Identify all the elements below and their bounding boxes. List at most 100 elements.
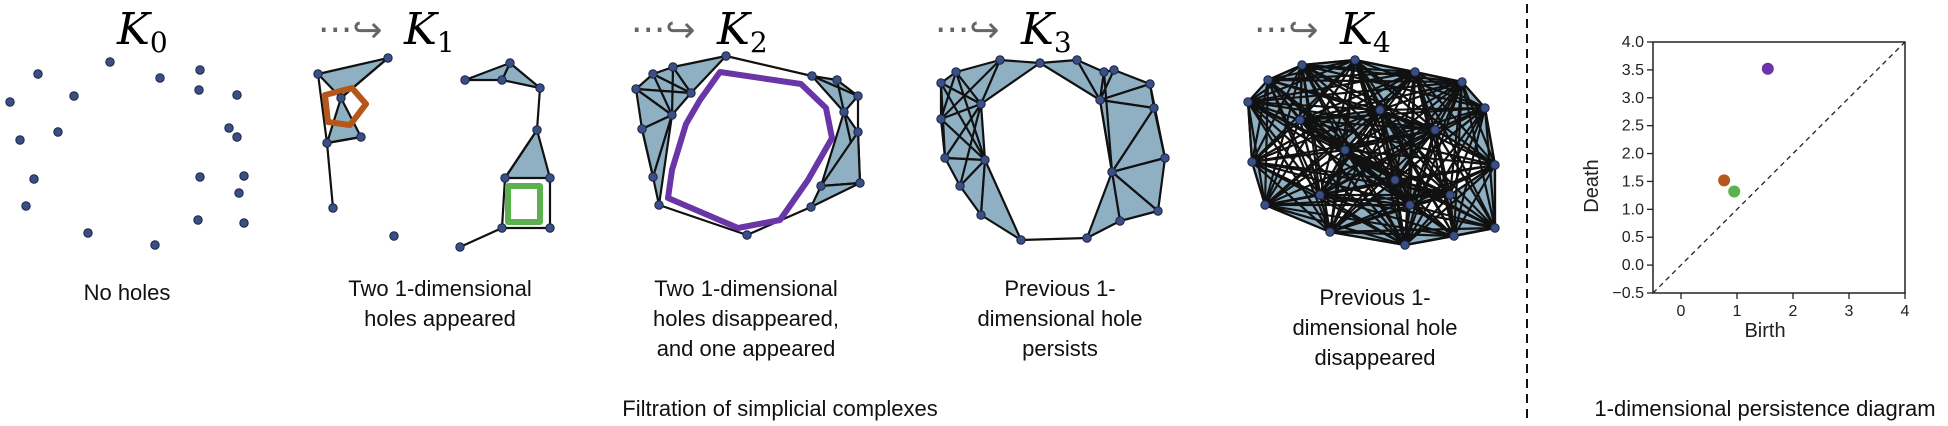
simplex-edge [1263,79,1270,206]
vertex [29,174,39,184]
vertex [631,84,641,94]
simplex-edge [1319,193,1411,207]
vertex [234,188,244,198]
panel-0-title: K0 [116,4,168,59]
y-tick-label: 4.0 [1622,34,1644,51]
y-tick-label: 0.0 [1622,257,1644,274]
vertex [155,73,165,83]
vertex [322,138,332,148]
simplex-edge [1379,109,1451,196]
vertex [224,123,234,133]
vertex [1480,103,1490,113]
simplex-edge [1329,230,1455,238]
y-axis-label: Death [1581,159,1603,212]
simplex-edge [940,118,986,161]
simplex-edge [1267,79,1301,121]
simplex-edge [316,73,329,144]
simplex-edge [1329,81,1463,233]
vertex [239,218,249,228]
x-tick-label: 2 [1789,303,1798,320]
vertex [951,67,961,77]
simplex-edge [459,226,503,249]
simplex-edge [954,71,987,161]
vertex [1490,223,1500,233]
panel-3-caption-line-3: persists [1022,336,1098,361]
simplex-triangle [651,113,674,207]
vertex [1149,103,1159,113]
panel-4-title: K4 [1339,4,1391,59]
hole-green [505,183,543,225]
simplex-edge [652,73,673,116]
simplex-edge [1378,109,1412,206]
simplex-edge [1264,203,1331,234]
y-tick-label: 3.5 [1622,62,1644,79]
vertex [1295,115,1305,125]
simplex-edge [1264,109,1381,206]
vertex [239,171,249,181]
simplex-edge [1393,71,1417,181]
vertex [389,231,399,241]
vertex [497,223,507,233]
panel-3-caption-line-2: dimensional hole [977,306,1142,331]
vertex [936,114,946,124]
x-axis-label: Birth [1744,320,1785,342]
simplex-edge [1318,194,1332,233]
vertex [1153,206,1163,216]
simplex-edge [1319,109,1381,196]
vertex [686,88,696,98]
vertex [940,153,950,163]
simplex-edge [940,82,986,161]
vertex [545,223,555,233]
simplex-edge [1247,79,1269,103]
panel-2-prefix: ···↪ [631,10,696,51]
vertex [1325,227,1335,237]
persistence-point [1728,185,1741,198]
vertex [336,93,346,103]
simplex-edge [1329,230,1406,247]
vertex [1390,175,1400,185]
y-tick-label: 1.0 [1622,201,1644,218]
vertex [535,83,545,93]
panel-1-caption-line-2: holes appeared [364,306,516,331]
vertex [195,172,205,182]
complex-k2 [631,51,865,240]
vertex [532,125,542,135]
simplex-edge [1251,161,1321,196]
vertex [855,178,865,188]
simplex-edge [1483,107,1497,166]
vertex [5,97,15,107]
simplex-edge [640,128,655,178]
simplex-triangle [810,74,860,114]
vertex [1072,55,1082,65]
simplex-edge [1409,193,1451,207]
vertex [806,202,816,212]
panel-1-caption-line-1: Two 1-dimensional [348,276,531,301]
vertex [328,203,338,213]
vertex [505,58,515,68]
complex-k1 [313,53,555,252]
vertex [1107,167,1117,177]
vertex [1340,145,1350,155]
vertex [1449,231,1459,241]
vertex [21,201,31,211]
panel-4-caption-line-2: dimensional hole [1292,315,1457,340]
hole-purple [665,69,835,231]
x-tick-label: 3 [1845,303,1854,320]
vertex [500,173,510,183]
simplex-edge [1448,81,1464,196]
simplex-triangle [979,158,1023,242]
simplex-edge [1449,164,1496,196]
panel-2-caption-line-1: Two 1-dimensional [654,276,837,301]
simplex-edge [1251,108,1381,164]
simplex-edge [1354,58,1416,74]
simplex-edge [835,79,846,113]
vertex [648,172,658,182]
vertex [194,85,204,95]
vertex [976,99,986,109]
simplex-edge [1267,78,1381,112]
vertex [721,51,731,61]
simplex-edge [670,66,675,116]
panel-2-caption-line-2: holes disappeared, [653,306,839,331]
simplex-edge [940,59,1001,120]
